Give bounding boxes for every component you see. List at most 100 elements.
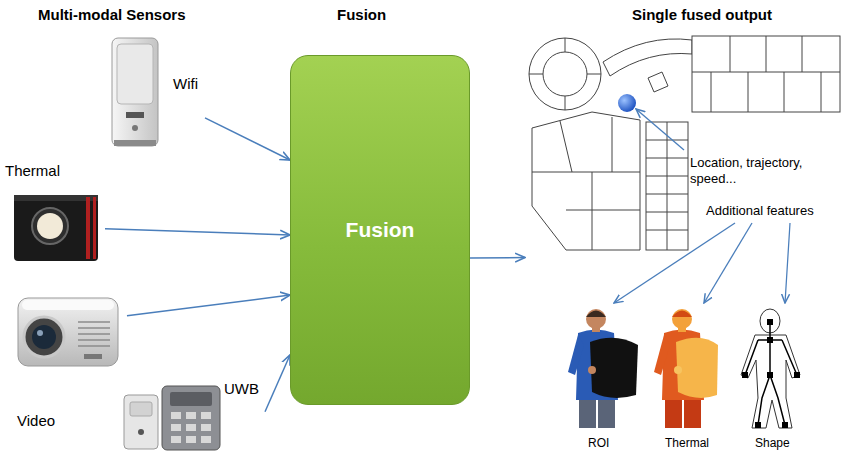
position-dot [618,94,636,112]
uwb-tags [171,424,181,431]
fusion-box: Fusion [290,55,470,405]
sensor-label: Thermal [5,162,60,180]
column-heading: Fusion [337,6,386,24]
shape-figure [741,309,800,428]
floor-plan [603,39,692,76]
thermal-figure [676,338,718,398]
flow-arrow [205,118,290,160]
uwb-tags [201,412,211,419]
callout-text: Location, trajectory, speed... [690,155,838,186]
fusion-title: Fusion [346,217,415,242]
flow-arrow [105,229,290,235]
feature-label: Thermal [665,436,709,450]
uwb-tags [130,402,152,416]
uwb-tags [186,436,196,443]
wifi-access-point [112,38,158,146]
floor-map: Location, trajectory, speed... [525,30,843,267]
thermal-figure [674,366,682,374]
thermal-figure [684,400,701,428]
floor-plan [692,36,840,112]
thermal-camera [32,208,68,244]
uwb-tags [201,424,211,431]
video-projector [78,322,110,346]
flow-arrow [127,295,290,316]
uwb-tags [186,424,196,431]
thermal-figure [672,309,692,329]
feature-arrows [614,223,735,303]
flow-arrow [470,257,525,259]
wifi-access-point [112,38,158,146]
shape-figure [745,322,797,425]
thermal-feature: Thermal [655,305,725,452]
uwb-tags [124,386,220,450]
sensor-label: UWB [224,380,259,398]
wifi-access-point [117,44,153,104]
feature-arrows [785,223,790,303]
video-projector [84,354,102,359]
roi-figure [586,311,606,318]
column-heading: Single fused output [632,6,772,24]
roi-figure [568,335,584,375]
floor-plan [529,38,601,110]
thermal-camera [86,197,90,259]
wifi-access-point [132,125,138,131]
floor-plan [532,117,640,250]
roi-figure [586,309,606,329]
thermal-camera [93,197,96,259]
thermal-camera [14,195,98,261]
uwb-tags [186,412,196,419]
shape-figure [755,422,761,428]
video-projector [32,325,56,349]
feature-arrows [614,223,790,303]
roi-feature: ROI [566,305,640,452]
sensor-label: Wifi [173,75,198,93]
video-projector [18,298,118,366]
roi-figure [588,366,596,374]
feature-arrows [704,223,752,303]
roi-figure [598,400,615,428]
leader-line [636,109,684,150]
roi-figure [590,338,638,398]
shape-figure [782,422,788,428]
feature-label: Shape [755,436,790,450]
shape-feature: Shape [735,305,810,452]
flow-arrow [265,355,290,412]
shape-figure [767,337,773,343]
uwb-tags [201,436,211,443]
video-projector [22,300,114,310]
floor-plan [648,72,668,92]
feature-label: ROI [588,436,609,450]
thermal-camera [14,195,98,201]
floor-plan [646,122,688,250]
floor-plan [692,36,840,112]
shape-figure [767,372,773,378]
uwb-tags [171,436,181,443]
thermal-figure [665,400,682,428]
uwb-tags [162,386,220,450]
uwb-tags [170,392,212,406]
thermal-sensor: Thermal [5,160,105,264]
roi-figure [568,309,638,428]
uwb-tags [124,395,158,449]
video-projector [24,317,64,357]
floor-plan [646,122,688,250]
shape-figure [794,372,800,378]
video-projector [18,298,118,366]
thermal-camera [14,195,98,261]
shape-figure [767,319,773,325]
floor-plan [543,52,587,96]
thermal-figure [672,311,692,318]
video-sensor: Video [12,288,127,434]
sensor-label: Video [17,412,55,430]
floor-plan [529,36,840,250]
floor-plan [532,112,640,250]
uwb-tags [171,412,181,419]
uwb-sensor: UWB [120,378,265,453]
floor-plan [529,38,601,110]
thermal-figure [654,309,718,428]
thermal-camera [37,213,63,239]
shape-figure [742,372,748,378]
annotation-text: Additional features [706,203,814,219]
wifi-access-point [126,112,144,118]
